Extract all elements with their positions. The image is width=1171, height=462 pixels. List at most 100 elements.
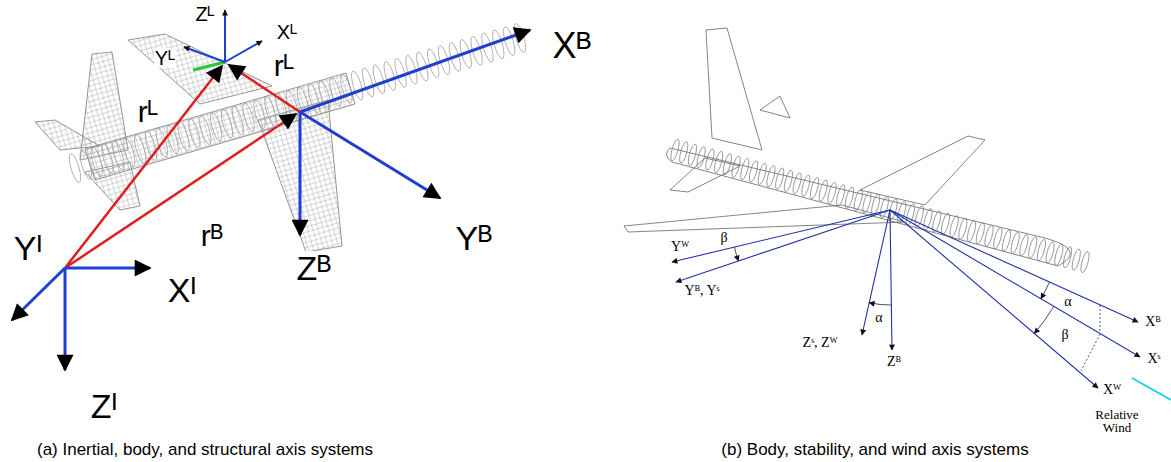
fuselage	[666, 148, 1070, 266]
coil-loop	[826, 181, 838, 204]
coil-loop	[957, 217, 969, 240]
coil-loop	[132, 133, 148, 164]
axis-line	[890, 210, 1098, 388]
coil-loop	[230, 105, 246, 136]
coil-loop	[1079, 251, 1091, 274]
axis-line	[300, 112, 440, 198]
structural-coils	[67, 22, 528, 183]
coil-loop	[382, 61, 398, 92]
coil-loop	[197, 114, 213, 145]
axis-line	[224, 10, 226, 62]
coil-loop	[219, 108, 235, 139]
coil-loop	[360, 67, 376, 98]
coil-loop	[975, 222, 987, 245]
axis-line	[676, 210, 890, 282]
axes-b	[672, 210, 1140, 388]
coil-loop	[1036, 239, 1048, 262]
coil-loop	[704, 148, 716, 171]
axis-label: Zᴸ	[194, 4, 215, 24]
vector-label: rᴸ	[137, 97, 160, 127]
coil-loop	[338, 73, 354, 104]
coil-loop	[1001, 229, 1013, 252]
coil-loop	[695, 146, 707, 169]
coil-loop	[713, 151, 725, 174]
coil-loop	[940, 212, 952, 235]
wind-label: Relative Wind	[1085, 408, 1149, 434]
axis-label: Xˢ	[1146, 352, 1161, 366]
coil-loop	[722, 153, 734, 176]
axis-label: Xᵂ	[1102, 383, 1122, 397]
projection-line	[1100, 305, 1101, 333]
coil-loop	[1062, 246, 1074, 269]
angle-arc	[1041, 282, 1050, 299]
horizontal-tail	[35, 120, 100, 150]
coil-loop	[800, 174, 812, 197]
angle-arcs	[734, 247, 1053, 333]
coil-loop	[89, 146, 105, 177]
angle-arc	[1034, 306, 1054, 333]
coil-loop	[241, 102, 257, 133]
axis-line	[890, 210, 1140, 357]
coil-loop	[262, 95, 278, 126]
vertical-tail	[706, 28, 762, 150]
coil-loop	[186, 118, 202, 149]
angle-label: β	[719, 231, 728, 245]
caption: (b) Body, stability, and wind axis syste…	[720, 441, 1029, 458]
axis-label: Yᵂ	[670, 240, 690, 254]
axis-label: Xᴮ	[552, 28, 593, 64]
axis-line	[890, 210, 892, 350]
axis-line	[862, 210, 890, 335]
coil-loop	[1009, 232, 1021, 255]
outline-aircraft	[624, 28, 1070, 266]
coil-loop	[730, 155, 742, 178]
position-vectors	[65, 65, 300, 268]
projection-line	[1081, 334, 1100, 371]
angle-label: α	[874, 311, 883, 325]
coil-loop	[992, 227, 1004, 250]
axis-label: Zᴵ	[90, 389, 118, 423]
angle-label: β	[1060, 328, 1069, 342]
coil-loop	[175, 121, 191, 152]
wireframe-aircraft	[35, 34, 355, 252]
axis-line	[299, 112, 302, 235]
axis-label: Yᴮ, Yˢ	[683, 284, 720, 298]
axis-line	[184, 47, 225, 62]
axis-line	[64, 268, 67, 370]
axis-label: Yᴮ	[455, 221, 494, 255]
coil-loop	[1027, 236, 1039, 259]
coil-loop	[1070, 248, 1082, 271]
coil-loop	[349, 70, 365, 101]
caption: (a) Inertial, body, and structural axis …	[36, 441, 374, 458]
coil-loop	[501, 26, 517, 57]
axis-label: Xᴮ	[1144, 315, 1162, 329]
angle-arc	[734, 247, 738, 261]
coil-loop	[100, 143, 116, 174]
coil-loop	[371, 64, 387, 95]
coil-loop	[1053, 243, 1065, 266]
coil-loop	[121, 137, 137, 168]
axis-line	[12, 268, 65, 320]
coil-loop	[809, 177, 821, 200]
wind-line	[1132, 378, 1171, 400]
coil-loop	[835, 184, 847, 207]
coil-loop	[748, 160, 760, 183]
projection-lines	[1081, 305, 1100, 371]
axis-label: Yᴵ	[13, 231, 43, 265]
coil-loop	[1044, 241, 1056, 264]
coil-loop	[251, 99, 267, 130]
vector-label: rᴮ	[200, 221, 224, 251]
coil-loop	[512, 22, 528, 53]
axes-a	[12, 30, 530, 370]
coil-loop	[983, 224, 995, 247]
angle-arc	[869, 303, 891, 305]
axis-label: Zᴮ	[886, 355, 902, 369]
coil-loop	[887, 198, 899, 221]
vector-label: rᴸ	[273, 51, 296, 81]
axis-line	[225, 41, 262, 62]
coil-loop	[852, 189, 864, 212]
coil-loop	[791, 172, 803, 195]
axis-line	[890, 210, 1138, 322]
axis-line	[65, 267, 150, 270]
